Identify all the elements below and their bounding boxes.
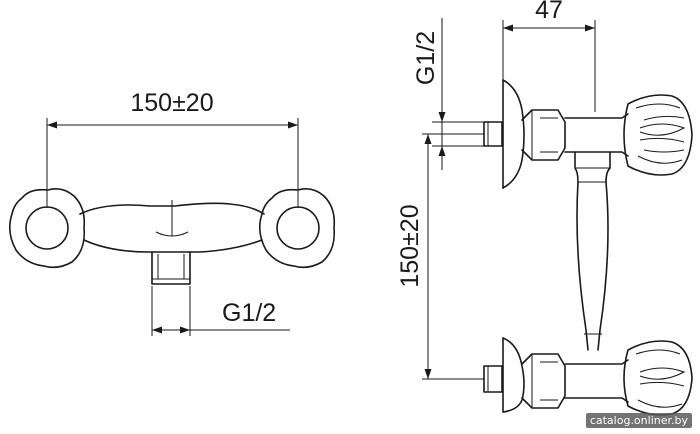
front-thread-dimension: G1/2 — [151, 286, 290, 336]
side-depth-dimension: 47 — [502, 0, 596, 112]
side-spacing-label: 150±20 — [396, 204, 424, 287]
right-handle — [258, 188, 336, 269]
side-depth-label: 47 — [535, 0, 563, 24]
side-spacing-dimension: 150±20 — [396, 133, 484, 380]
side-thread-dimension: G1/2 — [412, 18, 484, 170]
mixer-body — [79, 200, 265, 253]
bottom-valve-assembly — [483, 337, 693, 416]
top-valve-assembly — [483, 79, 693, 189]
front-thread-label: G1/2 — [222, 299, 276, 327]
outlet-fitting — [151, 251, 191, 285]
side-thread-label: G1/2 — [412, 31, 440, 85]
vertical-body — [574, 151, 611, 351]
front-view: 150±20 G1/2 — [8, 89, 336, 336]
side-view: 47 G1/2 150±20 — [396, 0, 693, 416]
watermark: catalog.onliner.by — [585, 413, 692, 428]
front-spacing-dimension: 150±20 — [46, 89, 299, 208]
front-spacing-label: 150±20 — [130, 89, 213, 117]
